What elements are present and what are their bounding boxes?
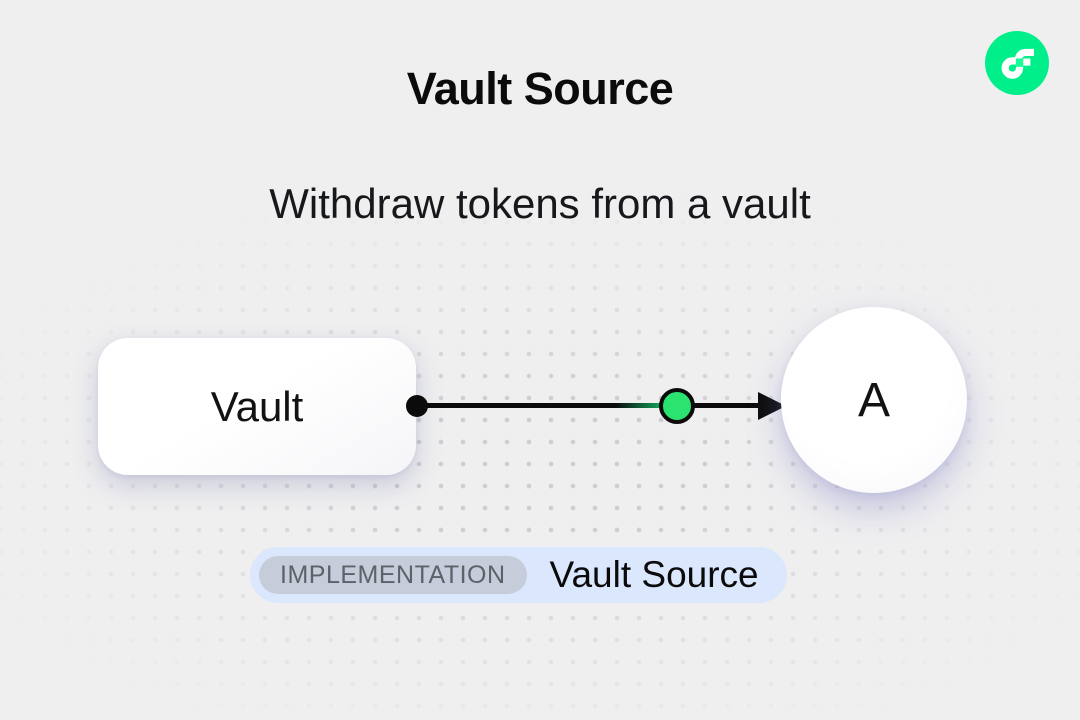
account-node: A xyxy=(781,307,967,493)
page-subtitle: Withdraw tokens from a vault xyxy=(269,180,811,227)
implementation-tag: IMPLEMENTATION xyxy=(259,556,527,594)
token-dot xyxy=(659,388,695,424)
account-node-label: A xyxy=(857,373,890,427)
vault-node-label: Vault xyxy=(210,382,304,430)
page-title: Vault Source xyxy=(406,63,674,114)
edge-line-green-fade xyxy=(616,403,662,408)
badge-label: Vault Source xyxy=(549,554,759,595)
edge-line xyxy=(417,403,761,408)
flow-logo-icon xyxy=(985,31,1049,95)
implementation-badge: IMPLEMENTATION Vault Source xyxy=(250,547,787,603)
vault-node: Vault xyxy=(98,338,416,475)
